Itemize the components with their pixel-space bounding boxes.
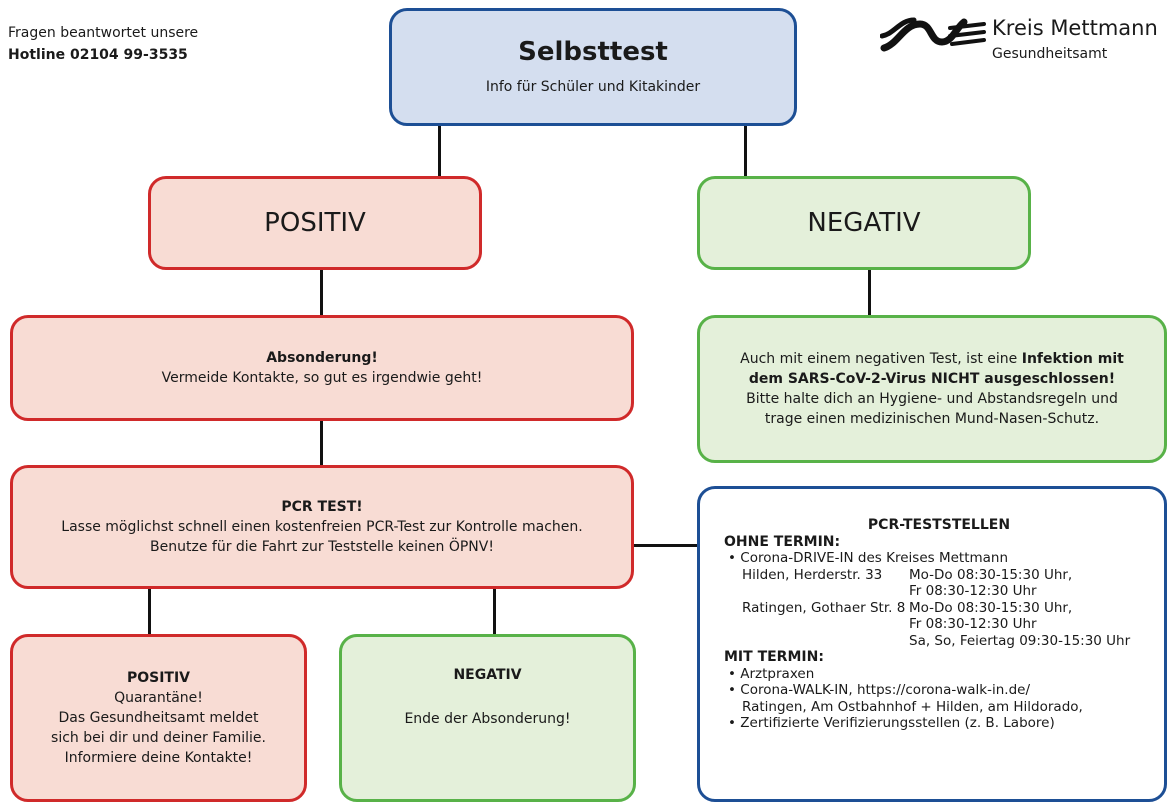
teststellen-zert-text: Zertifizierte Verifizierungsstellen (z. …: [740, 715, 1055, 731]
teststellen-mit: MIT TERMIN:: [724, 649, 824, 665]
teststellen-ratingen-loc: Ratingen, Gothaer Str. 8: [742, 599, 906, 616]
absonderung-text: Vermeide Kontakte, so gut es irgendwie g…: [161, 370, 483, 386]
negativ-info-line4: trage einen medizinischen Mund-Nasen-Sch…: [764, 411, 1100, 427]
connector-absonderung-pcr: [320, 419, 323, 465]
teststellen-ratingen-t3: Sa, So, Feiertag 09:30-15:30 Uhr: [909, 632, 1131, 649]
teststellen-drive-text: Corona-DRIVE-IN des Kreises Mettmann: [740, 550, 1009, 566]
logo-sub: Gesundheitsamt: [992, 46, 1108, 62]
teststellen-ratingen-t2: Fr 08:30-12:30 Uhr: [909, 616, 1037, 632]
result-positiv-line3: sich bei dir und deiner Familie.: [51, 730, 266, 746]
positiv-box: POSITIV: [148, 176, 482, 270]
selbsttest-subtitle: Info für Schüler und Kitakinder: [485, 79, 701, 95]
teststellen-walk2: Ratingen, Am Ostbahnhof + Hilden, am Hil…: [742, 698, 1083, 715]
kreis-mettmann-logo: Kreis Mettmann Gesundheitsamt: [880, 10, 1170, 68]
teststellen-drive: • Corona-DRIVE-IN des Kreises Mettmann: [728, 550, 1009, 566]
negativ-info-line3: Bitte halte dich an Hygiene- und Abstand…: [746, 391, 1118, 407]
result-positiv-box: POSITIV Quarantäne! Das Gesundheitsamt m…: [10, 634, 307, 802]
result-negativ-box: NEGATIV Ende der Absonderung!: [339, 634, 636, 802]
teststellen-hilden-loc: Hilden, Herderstr. 33: [742, 566, 883, 583]
absonderung-title: Absonderung!: [266, 350, 378, 366]
result-positiv-line2: Das Gesundheitsamt meldet: [58, 710, 259, 726]
result-positiv-title: POSITIV: [126, 670, 191, 686]
teststellen-walk-text: Corona-WALK-IN, https://corona-walk-in.d…: [740, 682, 1031, 698]
teststellen-ratingen-row: Ratingen, Gothaer Str. 8 Mo-Do 08:30-15:…: [724, 600, 1154, 650]
negativ-info-line1-b: Infektion mit: [1021, 351, 1124, 367]
connector-pcr-result-neg: [493, 588, 496, 636]
connector-top-left: [438, 124, 441, 178]
pcr-test-title: PCR TEST!: [281, 499, 363, 515]
positiv-title: POSITIV: [264, 208, 366, 238]
connector-pcr-result-pos: [148, 588, 151, 636]
connector-top-right: [744, 124, 747, 178]
result-negativ-title: NEGATIV: [453, 667, 522, 683]
negativ-box: NEGATIV: [697, 176, 1031, 270]
hotline-info: Fragen beantwortet unsere Hotline 02104 …: [8, 22, 198, 66]
pcr-test-line2: Benutze für die Fahrt zur Teststelle kei…: [150, 539, 494, 555]
teststellen-hilden-t1: Mo-Do 08:30-15:30 Uhr,: [909, 566, 1073, 583]
connector-negativ-info: [868, 268, 871, 316]
negativ-title: NEGATIV: [807, 208, 921, 238]
selbsttest-box: Selbsttest Info für Schüler und Kitakind…: [389, 8, 797, 126]
teststellen-walk: • Corona-WALK-IN, https://corona-walk-in…: [728, 682, 1031, 698]
teststellen-ohne: OHNE TERMIN:: [724, 533, 841, 550]
negativ-info-line1-a: Auch mit einem negativen Test, ist eine: [740, 351, 1022, 367]
teststellen-hilden-row: Hilden, Herderstr. 33 Mo-Do 08:30-15:30 …: [724, 567, 1154, 600]
absonderung-box: Absonderung! Vermeide Kontakte, so gut e…: [10, 315, 634, 421]
logo-name: Kreis Mettmann: [992, 16, 1158, 40]
hotline-line2: Hotline 02104 99-3535: [8, 47, 188, 63]
negativ-info-line1: Auch mit einem negativen Test, ist eine …: [740, 349, 1124, 369]
teststellen-arzt: • Arztpraxen: [728, 665, 815, 682]
result-positiv-line4: Informiere deine Kontakte!: [64, 750, 253, 766]
teststellen-title: PCR-TESTSTELLEN: [867, 517, 1011, 533]
hotline-line1: Fragen beantwortet unsere: [8, 25, 199, 41]
connector-positiv-absonderung: [320, 268, 323, 316]
teststellen-ratingen-t1: Mo-Do 08:30-15:30 Uhr,: [909, 599, 1073, 616]
connector-pcr-teststellen: [634, 544, 698, 547]
teststellen-hilden-t2: Fr 08:30-12:30 Uhr: [909, 583, 1037, 599]
pcr-test-line1: Lasse möglichst schnell einen kostenfrei…: [61, 519, 583, 535]
negativ-info-box: Auch mit einem negativen Test, ist eine …: [697, 315, 1167, 463]
pcr-teststellen-box: PCR-TESTSTELLEN OHNE TERMIN: • Corona-DR…: [697, 486, 1167, 802]
negativ-info-line2: dem SARS-CoV-2-Virus NICHT ausgeschlosse…: [748, 371, 1116, 387]
teststellen-arzt-text: Arztpraxen: [740, 665, 815, 682]
pcr-test-box: PCR TEST! Lasse möglichst schnell einen …: [10, 465, 634, 589]
kreis-mettmann-logo-icon: [880, 17, 986, 52]
result-negativ-text: Ende der Absonderung!: [404, 711, 571, 727]
selbsttest-title: Selbsttest: [518, 37, 668, 67]
teststellen-zert: • Zertifizierte Verifizierungsstellen (z…: [728, 715, 1055, 731]
result-positiv-line1: Quarantäne!: [114, 690, 203, 706]
